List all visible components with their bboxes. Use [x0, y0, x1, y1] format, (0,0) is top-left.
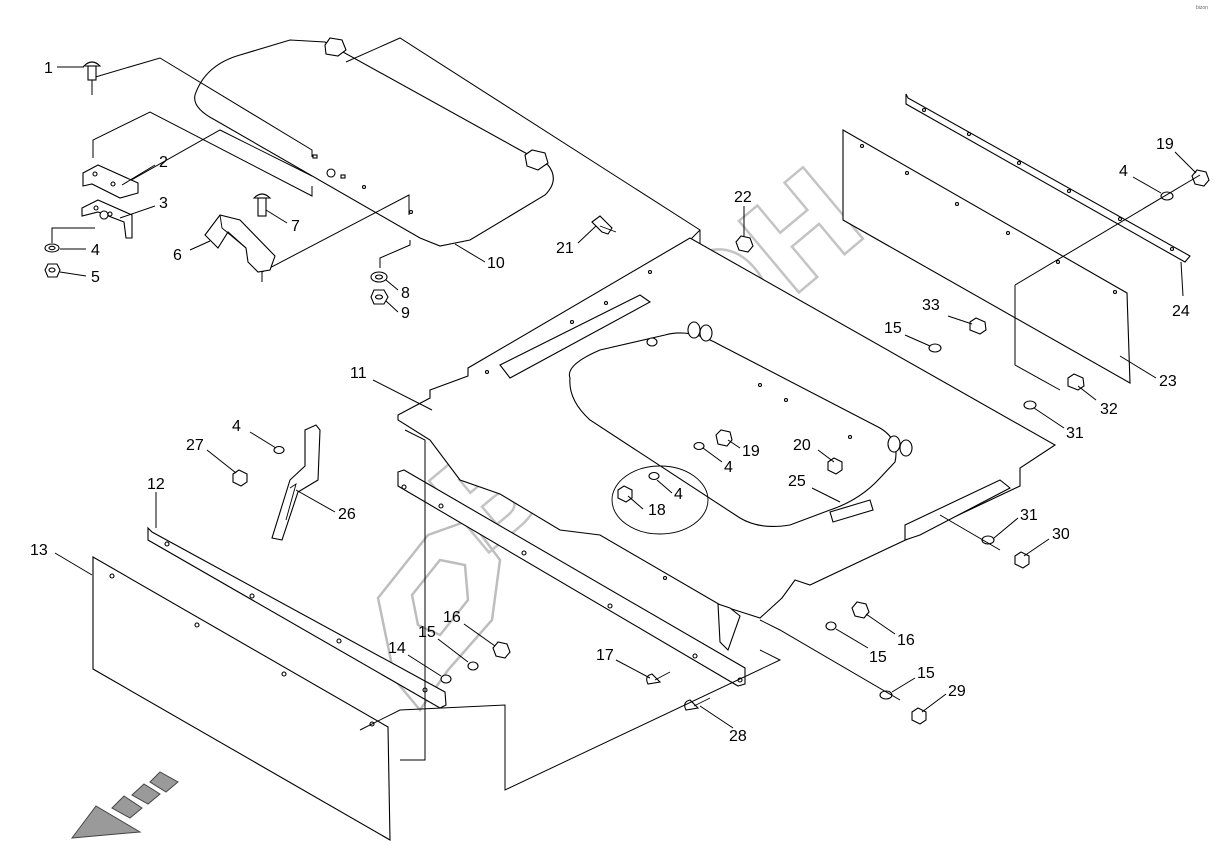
callout-20: 20	[793, 437, 811, 454]
callout-6: 6	[173, 247, 182, 264]
callout-4-mid: 4	[724, 459, 733, 476]
bolt-7	[252, 193, 272, 217]
fasteners	[232, 169, 1210, 725]
callout-16-left: 16	[443, 609, 461, 626]
callout-4-mid-low: 4	[674, 486, 683, 503]
callout-22: 22	[734, 189, 752, 206]
bracket-2	[82, 164, 139, 199]
washer-8	[370, 271, 388, 283]
panel-23	[842, 129, 1131, 384]
callout-19-top-right: 19	[1156, 136, 1174, 153]
callout-16-right: 16	[897, 632, 915, 649]
callout-32: 32	[1100, 401, 1118, 418]
callout-23: 23	[1159, 373, 1177, 390]
callout-19-mid: 19	[742, 443, 760, 460]
washer-4-top	[44, 243, 60, 253]
callout-27: 27	[186, 437, 204, 454]
nut-9	[370, 289, 389, 305]
callout-2: 2	[159, 154, 168, 171]
rail-lower	[397, 469, 746, 687]
main-plate-11	[397, 237, 1057, 619]
callout-31-upper: 31	[1066, 425, 1084, 442]
callout-26: 26	[338, 506, 356, 523]
callout-4-top: 4	[91, 242, 100, 259]
callout-4-left: 4	[232, 418, 241, 435]
callout-14: 14	[388, 640, 406, 657]
watermark-logo-inner	[410, 558, 470, 637]
callout-10: 10	[487, 255, 505, 272]
callout-7: 7	[291, 218, 300, 235]
callout-33: 33	[922, 297, 940, 314]
part-cover-10	[194, 37, 554, 247]
callout-3: 3	[159, 195, 168, 212]
callout-13: 13	[30, 542, 48, 559]
callouts: 1 2 3 4 5 6 7 8 9 10 11 12 13	[30, 60, 1197, 745]
callout-12: 12	[147, 476, 165, 493]
callout-30: 30	[1052, 526, 1070, 543]
callout-31-lower: 31	[1020, 507, 1038, 524]
callout-15-lower-right: 15	[917, 665, 935, 682]
corner-mark: bizon	[1196, 5, 1208, 11]
callout-28: 28	[729, 728, 747, 745]
callout-24: 24	[1172, 303, 1190, 320]
callout-9: 9	[401, 305, 410, 322]
callout-15-right: 15	[869, 649, 887, 666]
callout-29: 29	[948, 683, 966, 700]
callout-11: 11	[350, 365, 367, 382]
bracket-26	[271, 424, 321, 541]
panel-13	[92, 556, 391, 841]
bolt-1	[82, 61, 102, 81]
strip-24	[905, 93, 1191, 263]
callout-4-top-right: 4	[1119, 163, 1128, 180]
handle-6	[204, 214, 276, 273]
callout-15-left: 15	[418, 624, 436, 641]
callout-18: 18	[648, 502, 666, 519]
callout-25: 25	[788, 473, 806, 490]
nut-5	[44, 263, 61, 278]
callout-5: 5	[91, 269, 100, 286]
callout-8: 8	[401, 285, 410, 302]
plate-ears	[646, 321, 913, 457]
strip-12	[147, 526, 447, 709]
callout-15-upper-right: 15	[884, 320, 902, 337]
callout-1: 1	[44, 60, 53, 77]
direction-arrow-icon	[70, 771, 179, 839]
bracket-3	[81, 199, 133, 239]
assembly-lines-main	[359, 174, 1201, 791]
callout-21: 21	[556, 240, 574, 257]
callout-17: 17	[596, 647, 614, 664]
